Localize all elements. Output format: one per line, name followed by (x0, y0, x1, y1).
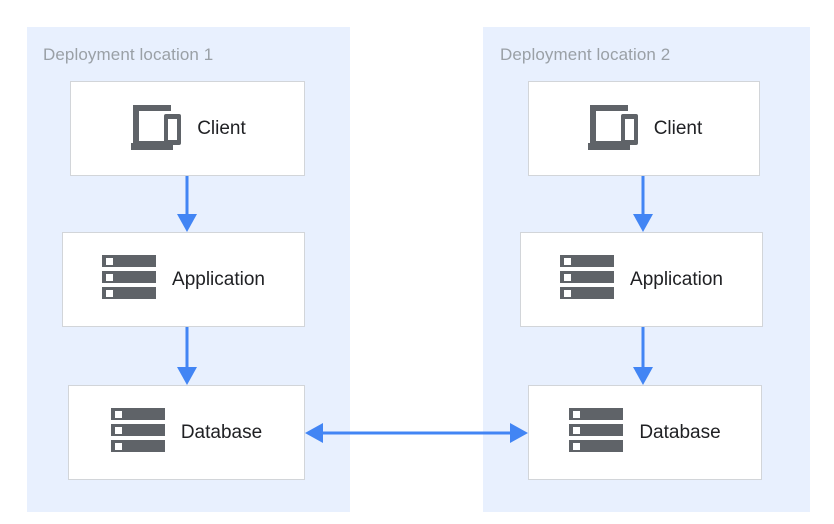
server-icon (560, 255, 615, 304)
deployment-location-1-label: Deployment location 1 (43, 45, 214, 64)
application-2-node[interactable]: Application (520, 232, 763, 327)
database-1-node[interactable]: Database (68, 385, 305, 480)
database-2-node[interactable]: Database (528, 385, 762, 480)
server-icon (569, 408, 624, 457)
client-2-label: Client (653, 117, 703, 139)
client-1-node[interactable]: Client (70, 81, 305, 176)
deployment-location-2-label: Deployment location 2 (500, 45, 671, 64)
server-icon (110, 408, 165, 457)
client-2-node[interactable]: Client (528, 81, 760, 176)
client-1-label: Client (197, 117, 246, 139)
database-1-label: Database (180, 421, 263, 443)
server-icon (102, 255, 157, 304)
application-1-node[interactable]: Application (62, 232, 305, 327)
devices-icon (129, 101, 182, 156)
devices-icon (586, 101, 638, 156)
application-2-label: Application (630, 268, 723, 290)
database-2-label: Database (639, 421, 721, 443)
application-1-label: Application (172, 268, 265, 290)
